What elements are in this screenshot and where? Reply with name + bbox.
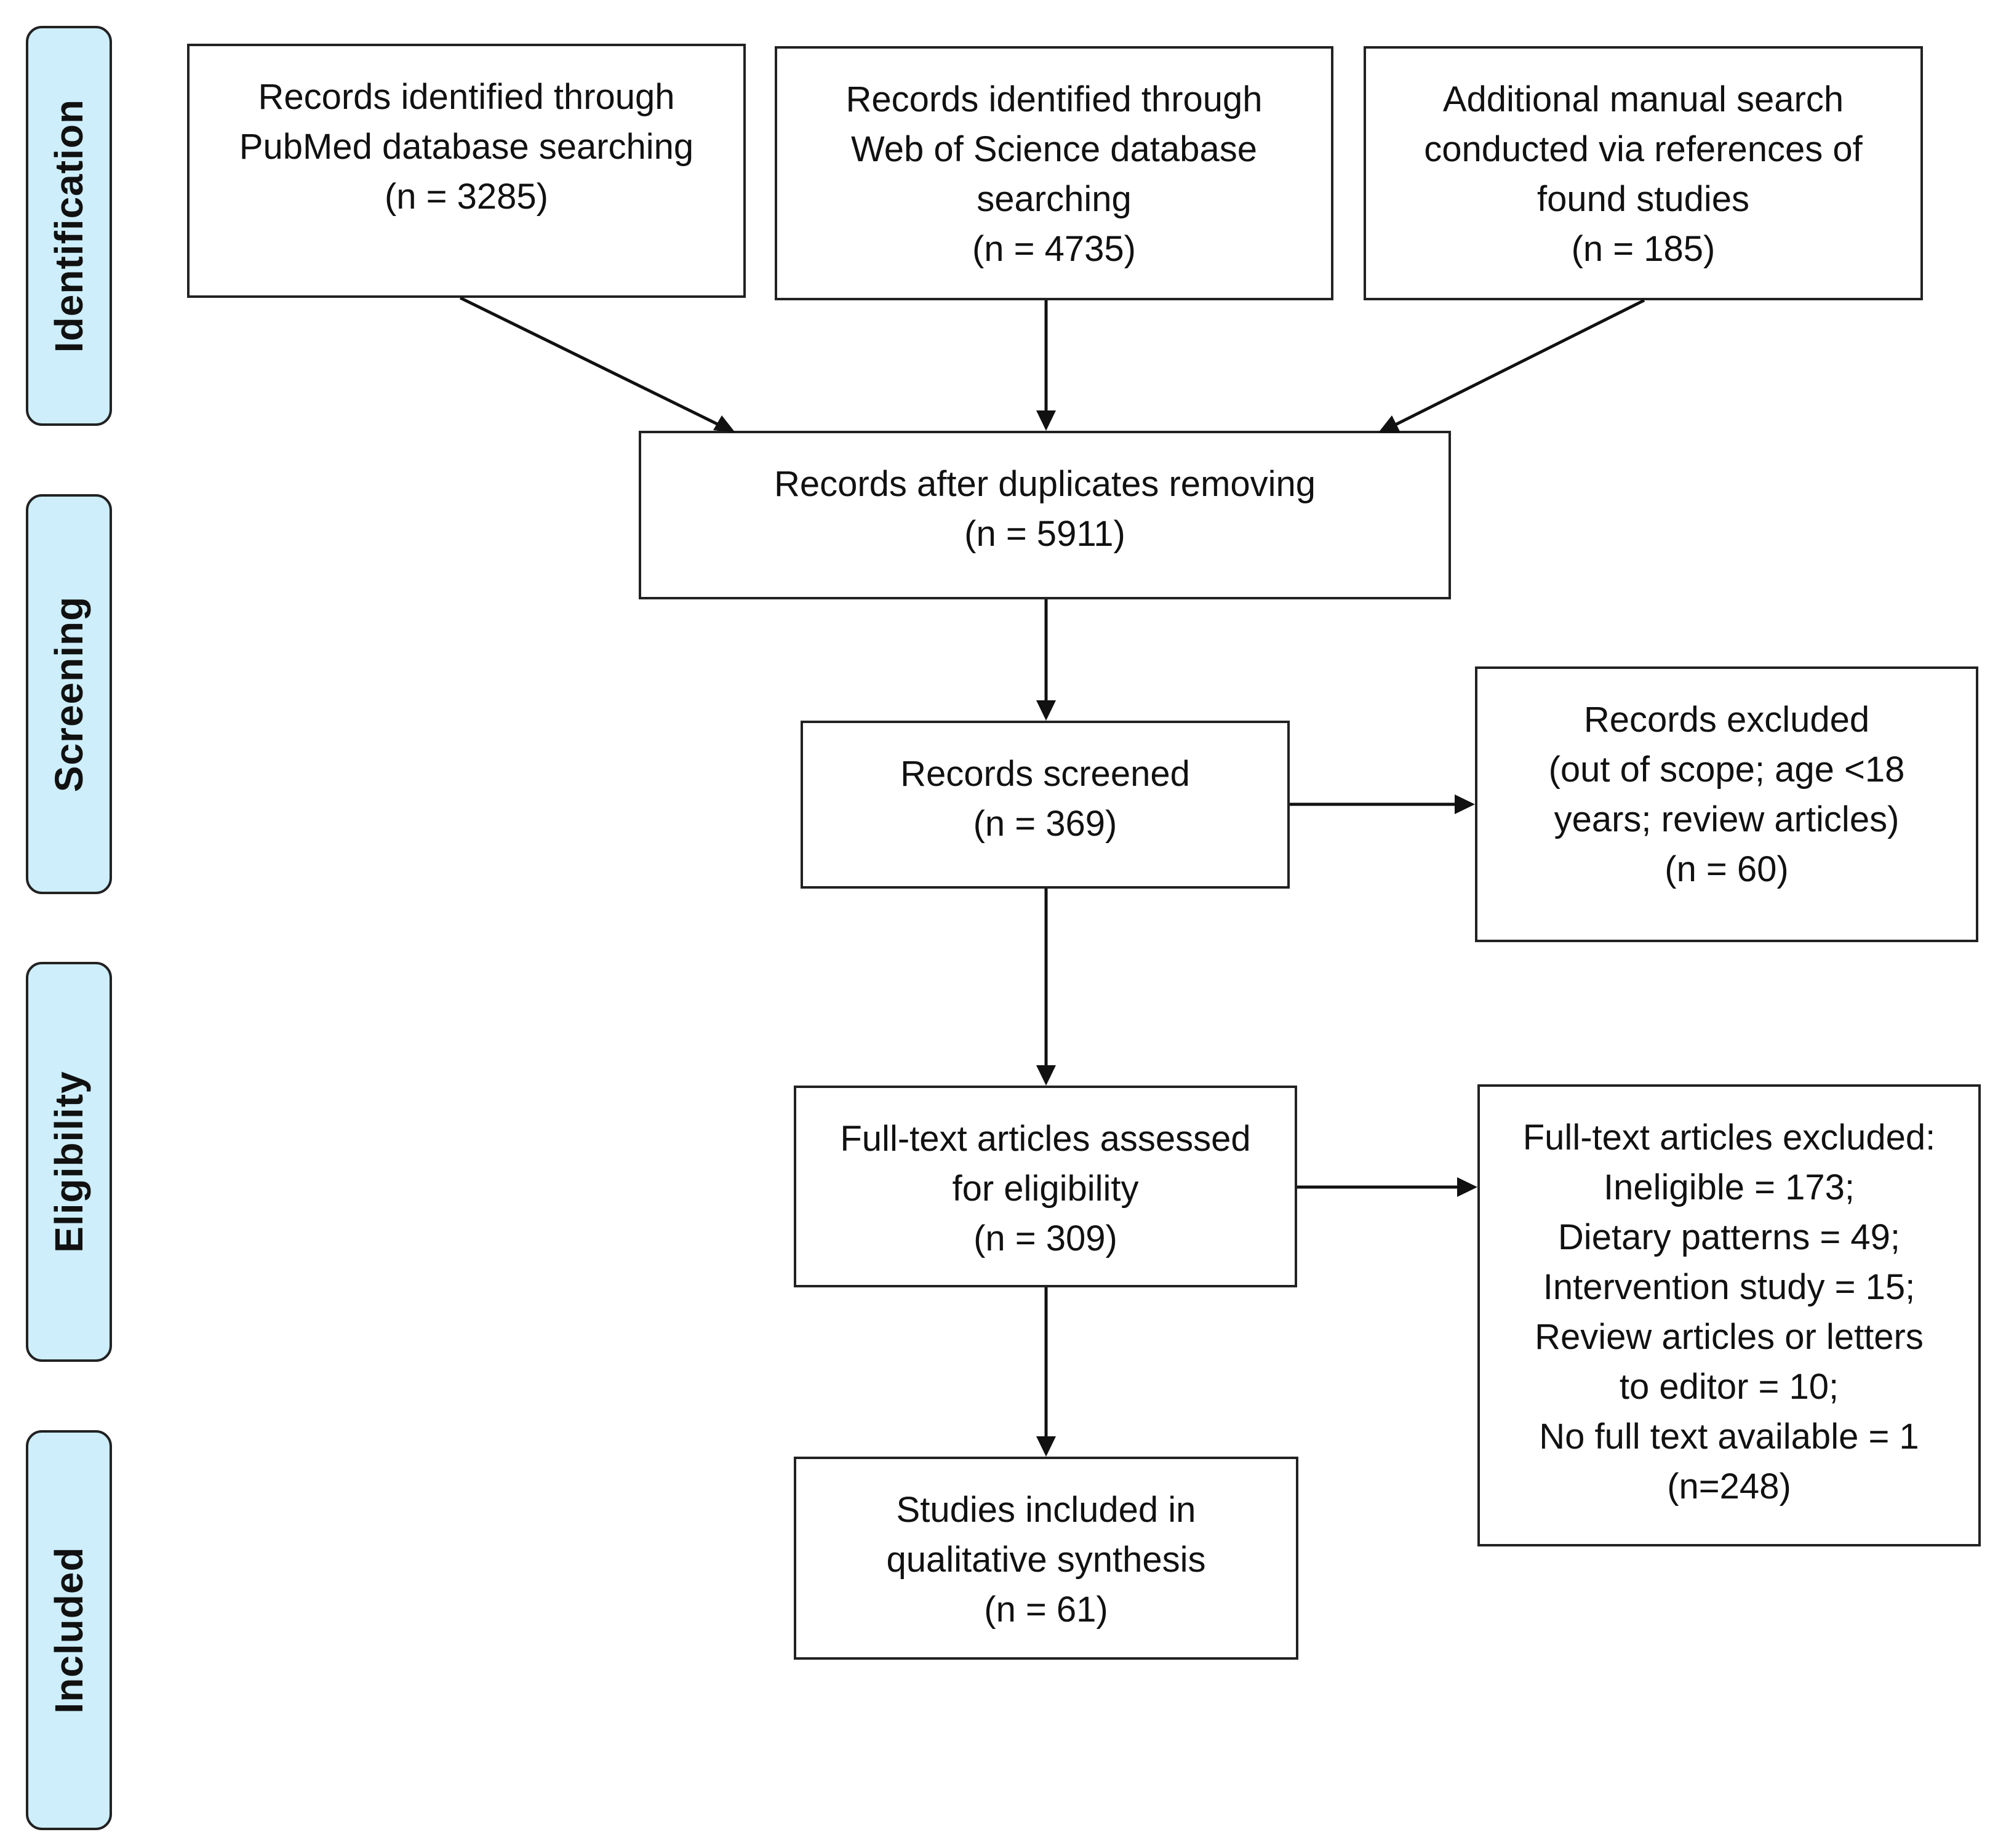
full-text-assessed-box: Full-text articles assessed for eligibil…: [794, 1086, 1297, 1287]
box-line: for eligibility: [952, 1169, 1139, 1209]
stage-tab-screening: Screening: [26, 494, 112, 894]
box-line: (out of scope; age <18: [1548, 750, 1905, 790]
box-line: Records after duplicates removing: [773, 464, 1316, 504]
arrowhead: [1036, 700, 1056, 721]
box-line: conducted via references of: [1424, 129, 1863, 169]
stage-label-identification: Identification: [47, 98, 91, 353]
box-line: (n = 5911): [964, 514, 1125, 554]
records-screened-box: Records screened (n = 369): [801, 721, 1290, 889]
pubmed-records-box: Records identified through PubMed databa…: [187, 44, 746, 298]
arrowhead: [1036, 1065, 1056, 1086]
stage-tab-included: Included: [26, 1430, 112, 1830]
arrowhead: [713, 415, 735, 433]
box-line: Intervention study = 15;: [1543, 1267, 1916, 1307]
manual-search-box: Additional manual search conducted via r…: [1364, 46, 1923, 300]
stage-label-screening: Screening: [47, 596, 91, 793]
box-line: Dietary patterns = 49;: [1557, 1217, 1901, 1257]
stage-label-included: Included: [47, 1546, 91, 1714]
box-line: found studies: [1536, 179, 1750, 219]
box-line: years; review articles): [1554, 799, 1900, 839]
box-line: (n = 4735): [972, 229, 1136, 269]
box-line: Records excluded: [1583, 700, 1870, 740]
box-line: Records identified through: [845, 79, 1263, 119]
arrowhead: [1378, 415, 1401, 433]
box-line: (n = 60): [1664, 849, 1789, 889]
stage-tab-eligibility: Eligibility: [26, 962, 112, 1362]
records-excluded-box: Records excluded (out of scope; age <18 …: [1475, 666, 1978, 942]
box-line: Studies included in: [896, 1490, 1196, 1530]
box-line: Records screened: [900, 754, 1190, 794]
box-line: (n = 309): [973, 1218, 1117, 1258]
box-line: Review articles or letters: [1535, 1317, 1924, 1357]
box-line: Full-text articles excluded:: [1522, 1118, 1936, 1158]
arrowhead: [1455, 794, 1475, 814]
box-line: (n = 369): [973, 804, 1117, 844]
box-line: Records identified through: [258, 77, 675, 117]
box-line: (n=248): [1667, 1466, 1791, 1506]
box-line: (n = 61): [984, 1590, 1108, 1630]
box-line: Web of Science database: [851, 129, 1257, 169]
stage-tab-identification: Identification: [26, 26, 112, 426]
box-line: searching: [977, 179, 1132, 219]
arrowhead: [1457, 1177, 1477, 1197]
box-line: Additional manual search: [1442, 79, 1844, 119]
arrow-pubmed-to-dedup: [459, 296, 732, 433]
web-of-science-records-box: Records identified through Web of Scienc…: [775, 46, 1333, 300]
arrowhead: [1036, 410, 1056, 431]
box-line: PubMed database searching: [239, 127, 694, 167]
box-line: qualitative synthesis: [886, 1540, 1206, 1580]
box-line: Full-text articles assessed: [840, 1119, 1251, 1159]
box-line: No full text available = 1: [1539, 1417, 1919, 1457]
arrow-manual-to-dedup: [1394, 298, 1645, 426]
duplicates-removed-box: Records after duplicates removing (n = 5…: [639, 431, 1451, 599]
box-line: Ineligible = 173;: [1604, 1167, 1855, 1207]
stage-label-eligibility: Eligibility: [47, 1071, 91, 1253]
full-text-excluded-box: Full-text articles excluded: Ineligible …: [1477, 1084, 1981, 1546]
box-line: (n = 185): [1571, 229, 1716, 269]
box-line: to editor = 10;: [1619, 1367, 1839, 1407]
studies-included-box: Studies included in qualitative synthesi…: [794, 1457, 1298, 1660]
box-line: (n = 3285): [384, 177, 548, 217]
arrowhead: [1036, 1436, 1056, 1457]
